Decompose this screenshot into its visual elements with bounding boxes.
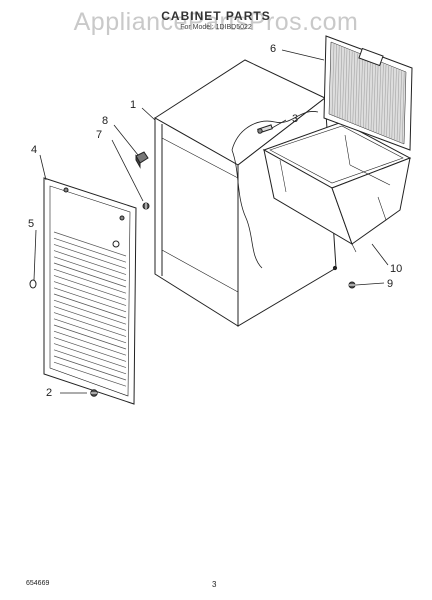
callout-5: 5 — [28, 218, 34, 230]
cabinet-shell — [154, 59, 338, 327]
part-6-filter-panel — [323, 35, 413, 151]
part-9-screw — [348, 281, 356, 289]
leader-lines — [33, 49, 389, 394]
callout-10: 10 — [390, 263, 402, 275]
callout-7: 7 — [96, 129, 102, 141]
model-subtitle: For Model: 1DIBD5022 — [180, 24, 252, 31]
part-2-screw — [90, 389, 98, 397]
callout-6: 6 — [270, 43, 276, 55]
part-4-front-grille — [43, 177, 137, 405]
part-10-bucket — [262, 121, 412, 253]
callout-1: 1 — [130, 99, 136, 111]
callout-2: 2 — [46, 387, 52, 399]
callout-3: 3 — [292, 113, 298, 125]
document-number: 654669 — [26, 580, 50, 587]
page-number: 3 — [212, 580, 217, 589]
part-3-fitting — [257, 124, 273, 134]
callout-8: 8 — [102, 115, 108, 127]
part-8-clip — [135, 151, 149, 169]
callout-9: 9 — [387, 278, 393, 290]
watermark: AppliancePartsPros.com — [73, 8, 359, 36]
diagram-title: CABINET PARTS — [161, 9, 271, 23]
callout-4: 4 — [31, 144, 37, 156]
part-5-knob — [29, 279, 37, 289]
part-7-screw — [142, 202, 150, 210]
